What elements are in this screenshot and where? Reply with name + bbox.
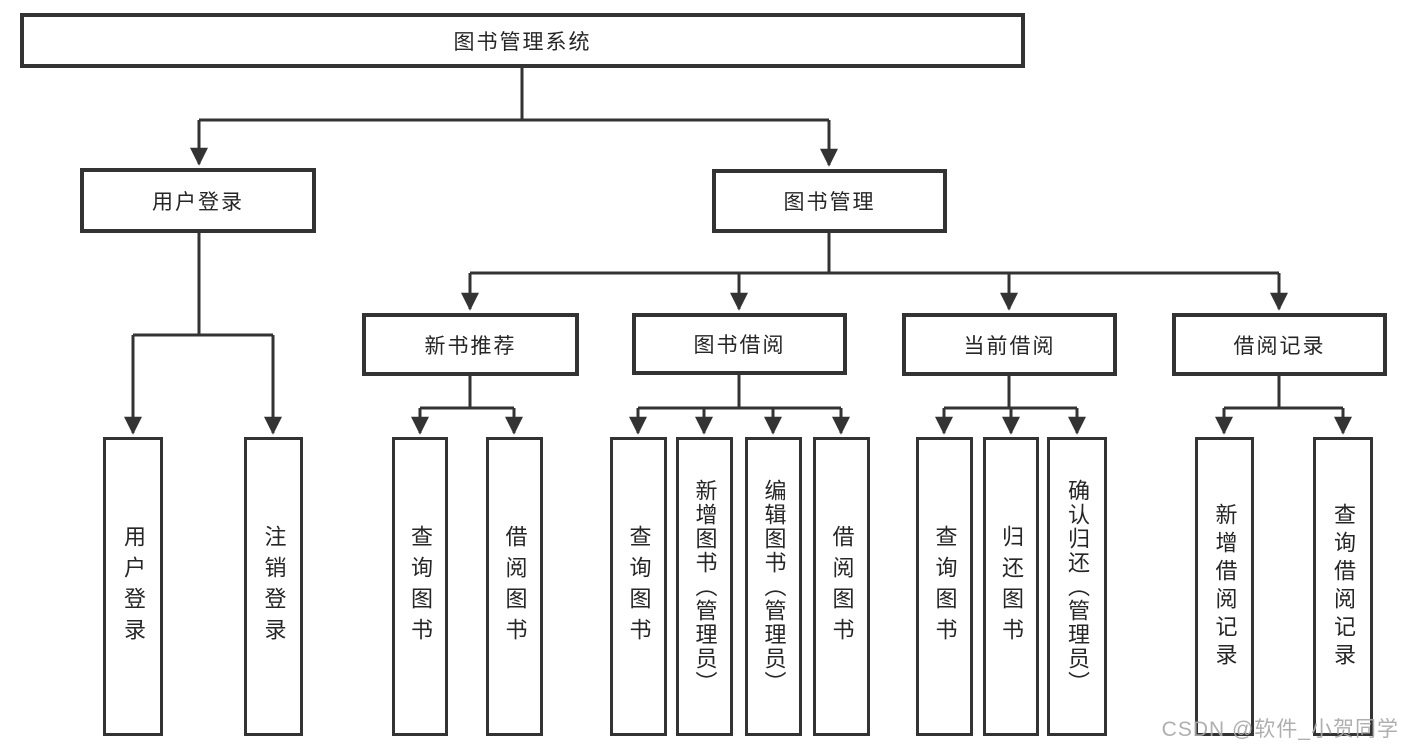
csdn-watermark: CSDN @软件_小贺同学 [1161, 718, 1399, 741]
leaf-borrow-books-recommend: 借阅图书 [486, 437, 543, 736]
leaf-query-books-borrow: 查询图书 [610, 437, 667, 736]
node-user-login: 用户登录 [80, 168, 316, 233]
leaf-confirm-return-admin: 确认归还（管理员） [1047, 437, 1107, 736]
leaf-add-borrow-record: 新增借阅记录 [1195, 437, 1254, 736]
leaf-edit-books-admin: 编辑图书（管理员） [745, 437, 802, 736]
node-borrow-records: 借阅记录 [1172, 313, 1387, 376]
leaf-borrow-books: 借阅图书 [813, 437, 870, 736]
node-book-borrow: 图书借阅 [632, 313, 847, 375]
node-root-book-management-system: 图书管理系统 [20, 13, 1025, 68]
node-new-book-recommend: 新书推荐 [362, 313, 579, 376]
leaf-query-books-recommend: 查询图书 [392, 437, 448, 736]
leaf-logout: 注销登录 [244, 437, 303, 736]
leaf-add-books-admin: 新增图书（管理员） [676, 437, 733, 736]
node-current-borrow: 当前借阅 [902, 313, 1117, 376]
leaf-query-borrow-record: 查询借阅记录 [1313, 437, 1373, 736]
leaf-user-login: 用户登录 [103, 437, 163, 736]
node-book-management: 图书管理 [712, 169, 947, 233]
leaf-return-books: 归还图书 [983, 437, 1039, 736]
leaf-query-books-current: 查询图书 [916, 437, 973, 736]
